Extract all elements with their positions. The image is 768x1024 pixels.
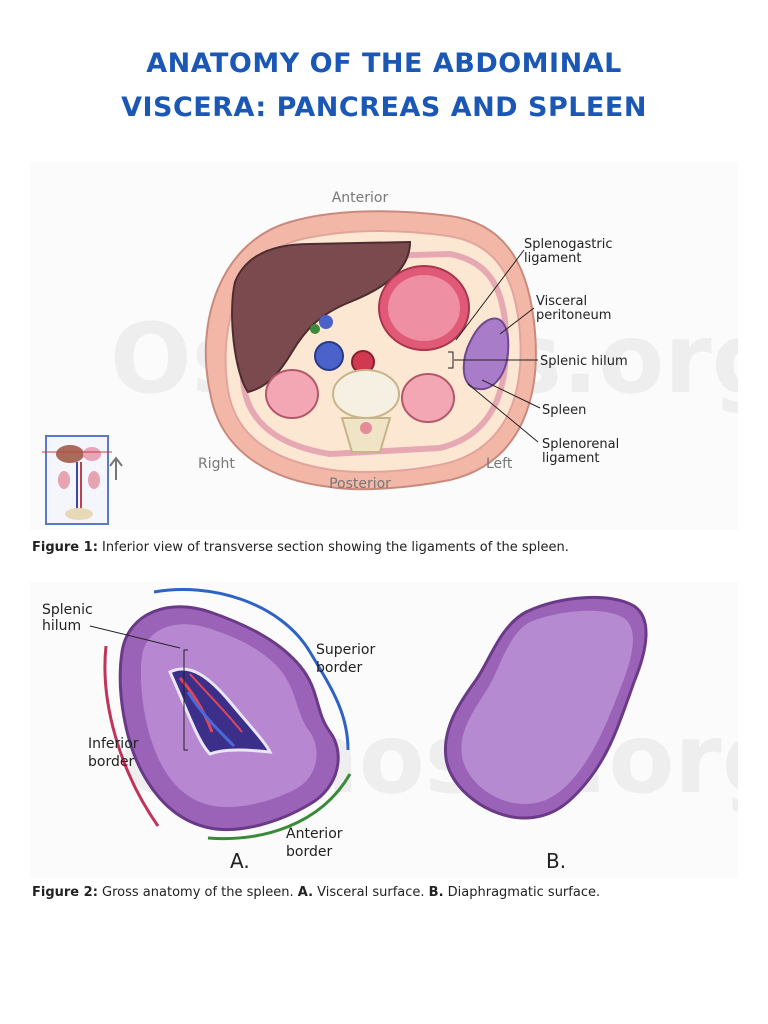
figure-2-caption-prefix: Figure 2:	[32, 885, 98, 900]
splenic-artery-shape	[178, 677, 214, 733]
title-line-1: Anatomy of the abdominal	[146, 48, 622, 79]
visceral-peritoneum-leader-line	[499, 307, 535, 335]
visceral-peritoneum-label-line1: Visceral	[536, 294, 587, 309]
splenogastric-leader-line	[455, 249, 525, 341]
figure-2-caption: Figure 2: Gross anatomy of the spleen. A…	[32, 885, 736, 900]
figure-1-panel: Osmosis.org Anterior Pos	[30, 162, 768, 530]
transverse-section-illustration: Osmosis.org Anterior Pos	[42, 190, 768, 525]
right-kidney-shape	[265, 369, 319, 419]
spleen-leader-line	[481, 379, 541, 409]
hilum-bracket-shape	[448, 351, 454, 369]
splenorenal-label-line2: ligament	[542, 451, 599, 466]
anterior-border-label-line2: border	[286, 844, 332, 860]
splenic-hilum-label-2-line2: hilum	[42, 618, 81, 634]
splenic-vein-shape	[186, 691, 236, 748]
inset-kidney-left-shape	[88, 471, 100, 489]
orientation-inset	[42, 435, 123, 525]
figure-2-caption-b-text: Diaphragmatic surface.	[443, 885, 601, 900]
figure-2-caption-text: Gross anatomy of the spleen.	[97, 885, 298, 900]
superior-border-label-line1: Superior	[316, 642, 375, 658]
portal-vein-shape	[319, 315, 333, 329]
stomach-lumen-shape	[388, 275, 460, 341]
splenic-artery-branch-shape	[189, 673, 243, 733]
bile-duct-shape	[310, 324, 320, 334]
splenic-hilum-label-2-line1: Splenic	[42, 602, 93, 618]
inferior-border-label-line1: Inferior	[88, 736, 139, 752]
visceral-peritoneum-label-line2: peritoneum	[536, 308, 611, 323]
splenorenal-label-line1: Splenorenal	[542, 437, 619, 452]
hilum-bracket-2-shape	[183, 649, 188, 751]
panel-b-label: B.	[546, 849, 566, 873]
figure-2-caption-a-text: Visceral surface.	[313, 885, 429, 900]
vertebra-arch-shape	[340, 417, 392, 453]
figure-1-caption-text: Inferior view of transverse section show…	[97, 540, 569, 555]
spleen-diaphragmatic-inner-shape	[461, 610, 633, 804]
splenogastric-label-line1: Splenogastric	[524, 237, 613, 252]
anterior-border-label-line1: Anterior	[286, 826, 343, 842]
right-label: Right	[198, 456, 235, 472]
spleen-shape	[462, 317, 510, 391]
splenogastric-label-line2: ligament	[524, 251, 581, 266]
arrow-up-icon-head	[109, 456, 123, 467]
spleen-label: Spleen	[542, 403, 586, 418]
superior-border-label-line2: border	[316, 660, 362, 676]
figure-1-caption-prefix: Figure 1:	[32, 540, 98, 555]
title-line-2: viscera: pancreas and spleen	[121, 92, 647, 123]
splenic-hilum-leader-line-2	[89, 625, 181, 649]
inset-kidney-right-shape	[58, 471, 70, 489]
posterior-label: Posterior	[329, 476, 391, 492]
vertebra-body-shape	[332, 369, 400, 419]
splenic-hilum-label: Splenic hilum	[540, 354, 628, 369]
left-kidney-shape	[401, 373, 455, 423]
superior-border-line	[153, 588, 350, 751]
splenic-hilum-shape	[168, 667, 273, 756]
inferior-border-line	[103, 645, 160, 827]
figure-1-caption: Figure 1: Inferior view of transverse se…	[32, 540, 736, 555]
figure-2-panel: Osmosis.org Splenic hilum Superior borde…	[30, 582, 768, 878]
page-title: Anatomy of the abdominal viscera: pancre…	[0, 42, 768, 130]
spinal-cord-shape	[360, 422, 372, 434]
splenorenal-leader-line	[467, 383, 539, 443]
inferior-border-label-line2: border	[88, 754, 134, 770]
ivc-shape	[314, 341, 344, 371]
panel-a-label: A.	[230, 849, 250, 873]
left-label: Left	[486, 456, 513, 472]
inset-liver-shape	[56, 445, 84, 463]
figure-2-caption-b-prefix: B.	[428, 885, 444, 900]
anterior-label: Anterior	[332, 190, 389, 206]
inset-stomach-shape	[83, 447, 101, 461]
inset-pelvis-shape	[65, 508, 93, 520]
figure-2-caption-a-prefix: A.	[297, 885, 314, 900]
anterior-border-line	[207, 773, 352, 841]
spleen-gross-illustration: Osmosis.org Splenic hilum Superior borde…	[42, 588, 768, 873]
